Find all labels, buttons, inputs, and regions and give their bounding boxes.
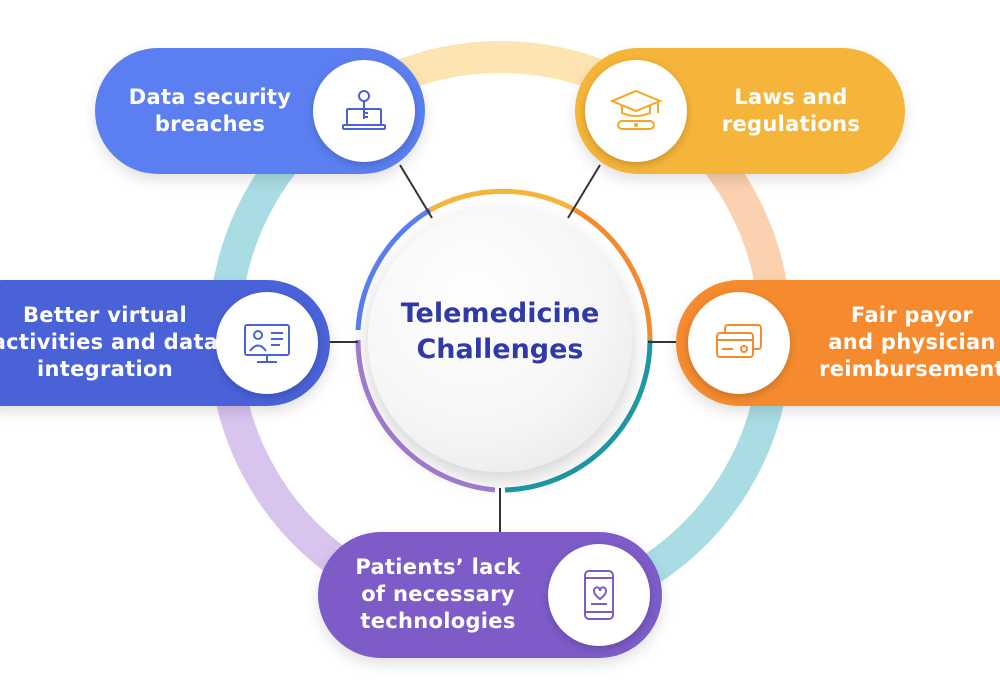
smartphone-heart-icon bbox=[584, 570, 614, 620]
challenge-label-line-2: activities and data bbox=[0, 330, 219, 354]
challenge-label-laws-regulations: Laws and regulations bbox=[693, 84, 889, 138]
challenge-icon-disc bbox=[313, 60, 415, 162]
challenge-label-line-2: and physician bbox=[828, 330, 996, 354]
challenge-icon-disc bbox=[688, 292, 790, 394]
challenge-label-patient-technology: Patients’ lack of necessary technologies bbox=[340, 554, 536, 635]
doctor-monitor-icon bbox=[244, 324, 290, 363]
inner-ring-arc-blue bbox=[355, 207, 432, 331]
challenge-pill-patient-technology: Patients’ lack of necessary technologies bbox=[318, 532, 662, 658]
center-title: Telemedicine Challenges bbox=[368, 296, 632, 368]
challenge-label-line-1: Patients’ lack bbox=[355, 555, 521, 579]
payment-cards-icon bbox=[716, 324, 762, 358]
connector-top-left bbox=[399, 164, 433, 219]
challenge-pill-data-security: Data security breaches bbox=[95, 48, 425, 174]
challenge-label-line-2: regulations bbox=[721, 112, 861, 136]
challenge-pill-laws-regulations: Laws and regulations bbox=[575, 48, 905, 174]
challenge-label-virtual-activities: Better virtual activities and data integ… bbox=[0, 302, 220, 383]
challenge-pill-virtual-activities: Better virtual activities and data integ… bbox=[0, 280, 330, 406]
challenge-label-line-3: integration bbox=[37, 357, 173, 381]
challenge-icon-disc bbox=[548, 544, 650, 646]
center-circle bbox=[368, 208, 632, 472]
challenge-label-data-security: Data security breaches bbox=[115, 84, 305, 138]
challenge-label-line-2: breaches bbox=[154, 112, 266, 136]
challenge-label-line-1: Fair payor bbox=[850, 303, 974, 327]
challenge-label-line-2: of necessary bbox=[361, 582, 515, 606]
inner-ring-arc-purple bbox=[355, 339, 496, 493]
challenge-label-line-1: Laws and bbox=[734, 85, 848, 109]
connector-top-right bbox=[567, 164, 601, 219]
inner-ring-arc-teal bbox=[504, 339, 653, 493]
challenge-icon-disc bbox=[216, 292, 318, 394]
challenge-label-line-3: reimbursement bbox=[819, 357, 1000, 381]
center-title-line-2: Challenges bbox=[416, 334, 584, 365]
center-title-line-1: Telemedicine bbox=[400, 298, 600, 329]
challenge-pill-reimbursement: Fair payor and physician reimbursement bbox=[676, 280, 1000, 406]
challenge-label-line-1: Better virtual bbox=[22, 303, 188, 327]
challenge-label-line-3: technologies bbox=[360, 609, 516, 633]
inner-ring-arc-orange bbox=[573, 207, 653, 341]
graduation-cap-diploma-icon bbox=[609, 89, 663, 130]
challenge-label-line-1: Data security bbox=[128, 85, 292, 109]
challenge-label-reimbursement: Fair payor and physician reimbursement bbox=[802, 302, 1000, 383]
key-laptop-icon bbox=[342, 90, 386, 130]
inner-ring-arc-yellow bbox=[428, 188, 577, 213]
challenge-icon-disc bbox=[585, 60, 687, 162]
